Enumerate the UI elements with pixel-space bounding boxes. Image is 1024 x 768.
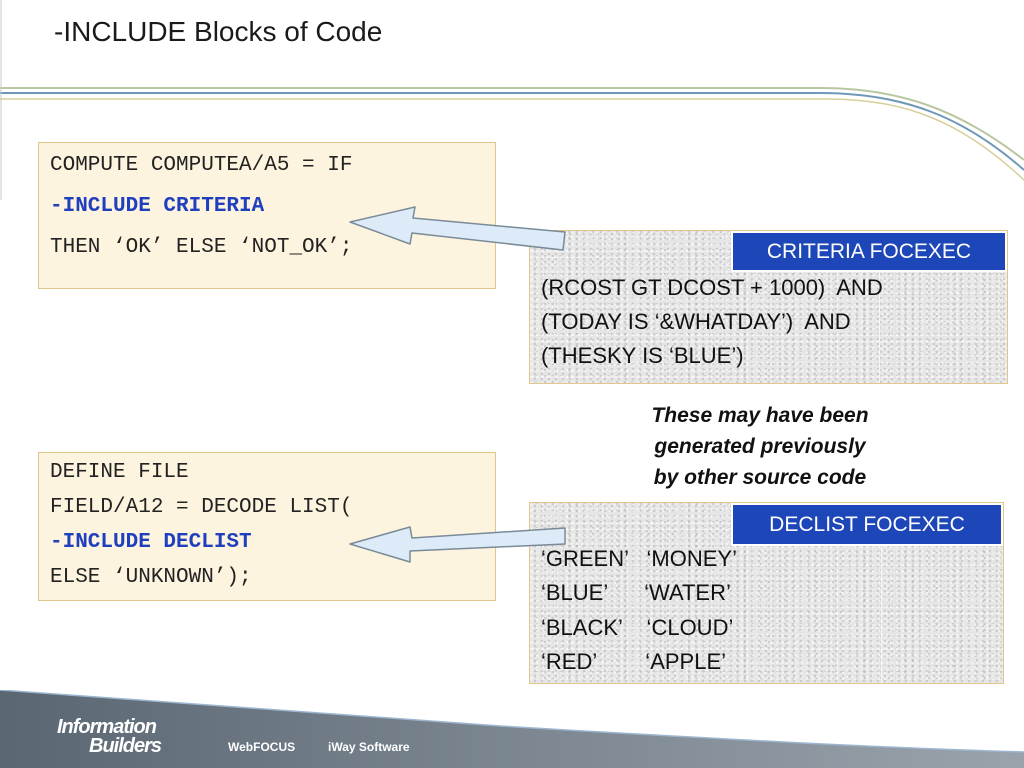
include-criteria-line: -INCLUDE CRITERIA [50, 195, 265, 218]
include-declist-line: -INCLUDE DECLIST [50, 531, 252, 554]
logo-line: Information [57, 716, 157, 738]
note-line: by other source code [653, 466, 867, 489]
note-line: generated previously [654, 435, 866, 458]
declist-focexec-tag: DECLIST FOCEXEC [731, 503, 1003, 546]
compute-code-box: COMPUTE COMPUTEA/A5 = IF -INCLUDE CRITER… [38, 142, 496, 289]
criteria-focexec-tag: CRITERIA FOCEXEC [731, 231, 1007, 272]
code-line: FIELD/A12 = DECODE LIST( [50, 496, 353, 519]
code-line: THEN ‘OK’ ELSE ‘NOT_OK’; [50, 236, 353, 259]
code-line: DEFINE FILE [50, 461, 189, 484]
divider [881, 503, 882, 683]
divider [879, 231, 880, 383]
criteria-line: (TODAY IS ‘&WHATDAY’) AND [541, 309, 851, 334]
declist-line: ‘RED’ ‘APPLE’ [541, 649, 727, 674]
footer-product-webfocus: WebFOCUS [228, 740, 296, 754]
declist-line: ‘BLUE’ ‘WATER’ [541, 580, 731, 605]
slide-title: -INCLUDE Blocks of Code [54, 16, 383, 47]
note-text: These may have been generated previously… [600, 400, 920, 493]
code-line: COMPUTE COMPUTEA/A5 = IF [50, 154, 353, 177]
header-curves [0, 0, 1024, 200]
criteria-line: (RCOST GT DCOST + 1000) AND [541, 275, 883, 300]
code-line: ELSE ‘UNKNOWN’); [50, 566, 252, 589]
criteria-line: (THESKY IS ‘BLUE’) [541, 343, 744, 368]
footer-product-iway: iWay Software [328, 740, 410, 754]
declist-line: ‘BLACK’ ‘CLOUD’ [541, 615, 734, 640]
declist-line: ‘GREEN’ ‘MONEY’ [541, 546, 737, 571]
information-builders-logo-icon: Information Builders [57, 716, 162, 758]
logo-line: Builders [89, 735, 162, 757]
define-code-box: DEFINE FILE FIELD/A12 = DECODE LIST( -IN… [38, 452, 496, 601]
footer-band [0, 690, 1024, 768]
note-line: These may have been [651, 404, 869, 427]
